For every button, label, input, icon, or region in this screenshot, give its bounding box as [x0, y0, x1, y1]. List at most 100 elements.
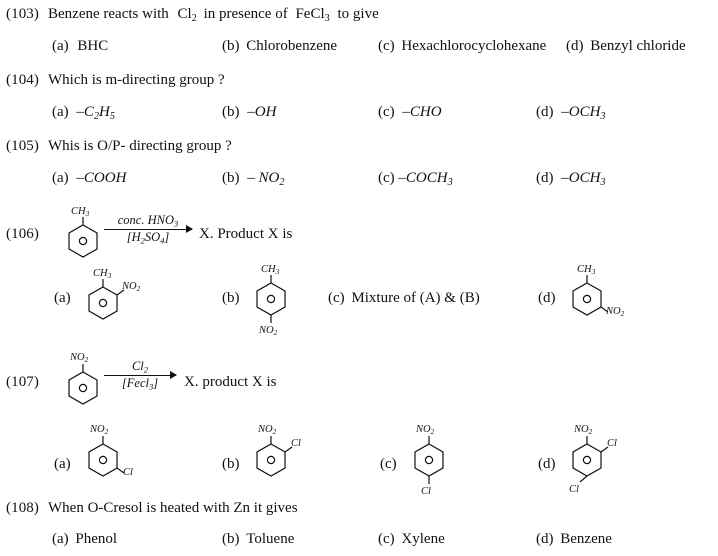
q107-option-a-label-no2: NO2: [90, 424, 109, 436]
q106-option-c-text: Mixture of (A) & (B): [351, 290, 480, 306]
q103-option-c-text: Hexachlorocyclohexane: [401, 38, 547, 54]
q104-option-b-formula: –OH: [247, 104, 277, 120]
q108-option-c[interactable]: (c) Xylene: [378, 531, 445, 548]
q108-option-b[interactable]: (b) Toluene: [222, 531, 294, 548]
q105-option-a-formula: –COOH: [76, 170, 127, 186]
q105-option-b-formula: – NO2: [247, 170, 285, 188]
q106-option-a-label-no2: NO2: [122, 281, 141, 293]
q106-option-c-label: (c): [328, 290, 345, 306]
q103-option-d-text: Benzyl chloride: [590, 38, 686, 54]
q103-option-b[interactable]: (b) Chlorobenzene: [222, 38, 337, 55]
q105-option-b[interactable]: (b) – NO2: [222, 170, 284, 188]
question-104-stem: Which is m-directing group ?: [48, 72, 225, 88]
q104-option-a-formula: –C2H5: [76, 104, 115, 122]
q106-option-c[interactable]: (c) Mixture of (A) & (B): [328, 290, 480, 307]
q107-option-b-structure[interactable]: NO2 Cl: [250, 424, 324, 492]
q107-option-c-label-cl: Cl: [421, 486, 431, 497]
q103-formula-fecl3: FeCl3: [295, 6, 330, 24]
benzene-ring-icon: [65, 364, 101, 408]
question-106-number: (106): [6, 226, 39, 242]
q106-option-b-label-no2: NO2: [259, 325, 278, 337]
q103-option-d[interactable]: (d) Benzyl chloride: [566, 38, 686, 55]
q103-text-3: to give: [337, 6, 379, 22]
q106-option-d-label-ch3: CH3: [577, 264, 596, 276]
q106-option-d-structure[interactable]: CH3 NO2: [566, 264, 640, 332]
question-105-stem: Whis is O/P- directing group ?: [48, 138, 232, 154]
q103-option-a-label: (a): [52, 38, 69, 54]
q103-text-1: Benzene reacts with: [48, 6, 169, 22]
q108-option-b-text: Toluene: [246, 531, 295, 547]
question-108-number: (108): [6, 500, 39, 516]
q106-reaction-arrow: conc. HNO3 [H2SO4]: [104, 213, 193, 246]
q107-option-d-structure[interactable]: NO2 Cl Cl: [566, 424, 646, 506]
q104-option-c-label: (c): [378, 104, 395, 120]
q107-option-c-structure[interactable]: NO2 Cl: [408, 424, 458, 504]
q107-reaction-arrow: Cl2 [Fecl3]: [104, 359, 177, 392]
q104-option-c[interactable]: (c) –CHO: [378, 104, 442, 121]
q105-option-d-label: (d): [536, 170, 554, 186]
q107-option-a-label[interactable]: (a): [54, 456, 71, 472]
q105-option-c[interactable]: (c) –COCH3: [378, 170, 453, 188]
q107-option-c-label[interactable]: (c): [380, 456, 397, 472]
q103-text-2: in presence of: [203, 6, 288, 22]
q106-reactant-label-ch3: CH3: [71, 206, 90, 218]
q103-option-a-text: BHC: [77, 38, 109, 54]
question-108-stem: When O-Cresol is heated with Zn it gives: [48, 500, 298, 516]
q106-reagent-above: conc. HNO3: [117, 213, 179, 229]
question-104-number: (104): [6, 72, 39, 88]
q106-option-a-label[interactable]: (a): [54, 290, 71, 306]
q105-option-c-formula: –COCH3: [398, 170, 453, 188]
q106-option-d-label[interactable]: (d): [538, 290, 556, 306]
q106-option-b-structure[interactable]: CH3 NO2: [250, 264, 300, 337]
arrow-icon: [104, 371, 177, 380]
q104-option-d-formula: –OCH3: [561, 104, 606, 122]
q107-reagent-below: [Fecl3]: [121, 375, 159, 392]
q105-option-a-label: (a): [52, 170, 69, 186]
q104-option-b-label: (b): [222, 104, 240, 120]
q106-option-a-structure[interactable]: CH3 NO2: [82, 268, 152, 330]
q107-option-d-label-cl-para: Cl: [569, 484, 579, 495]
q107-option-b-label-no2: NO2: [258, 424, 277, 436]
q105-option-d-formula: –OCH3: [561, 170, 606, 188]
q104-option-a[interactable]: (a) –C2H5: [52, 104, 115, 122]
q107-reactant-label-no2: NO2: [70, 352, 89, 364]
q103-option-a[interactable]: (a) BHC: [52, 38, 108, 55]
q103-option-b-text: Chlorobenzene: [246, 38, 338, 54]
q108-option-d-text: Benzene: [560, 531, 612, 547]
q103-option-b-label: (b): [222, 38, 240, 54]
q106-option-b-label[interactable]: (b): [222, 290, 240, 306]
q108-option-d[interactable]: (d) Benzene: [536, 531, 612, 548]
benzene-ring-icon: [85, 436, 149, 494]
q108-option-a-text: Phenol: [75, 531, 118, 547]
question-103-number: (103): [6, 6, 39, 22]
q107-option-b-label[interactable]: (b): [222, 456, 240, 472]
q107-option-d-label-cl-ortho: Cl: [607, 438, 617, 449]
q104-option-b[interactable]: (b) –OH: [222, 104, 276, 121]
q108-option-d-label: (d): [536, 531, 554, 547]
q108-option-a-label: (a): [52, 531, 69, 547]
benzene-ring-icon: [569, 275, 633, 333]
benzene-ring-icon: [85, 279, 147, 329]
q104-option-d[interactable]: (d) –OCH3: [536, 104, 606, 122]
q108-option-a[interactable]: (a) Phenol: [52, 531, 117, 548]
benzene-ring-icon: [65, 217, 101, 261]
q105-option-a[interactable]: (a) –COOH: [52, 170, 126, 187]
q107-reactant-nitrobenzene: NO2: [62, 352, 106, 408]
question-107-number: (107): [6, 374, 39, 390]
q107-option-a-structure[interactable]: NO2 Cl: [82, 424, 156, 492]
q108-option-c-text: Xylene: [401, 531, 445, 547]
q108-option-b-label: (b): [222, 531, 240, 547]
q103-option-c[interactable]: (c) Hexachlorocyclohexane: [378, 38, 546, 55]
q106-option-b-label-ch3: CH3: [261, 264, 280, 276]
q107-reagent-above: Cl2: [131, 359, 149, 375]
q106-option-a-label-ch3: CH3: [93, 268, 112, 280]
benzene-ring-icon: [253, 436, 317, 494]
q105-option-b-label: (b): [222, 170, 240, 186]
q104-option-a-label: (a): [52, 104, 69, 120]
q106-reagent-below: [H2SO4]: [126, 229, 170, 246]
q105-option-d[interactable]: (d) –OCH3: [536, 170, 606, 188]
benzene-ring-icon: [411, 436, 451, 496]
arrow-icon: [104, 225, 193, 234]
q107-option-d-label[interactable]: (d): [538, 456, 556, 472]
